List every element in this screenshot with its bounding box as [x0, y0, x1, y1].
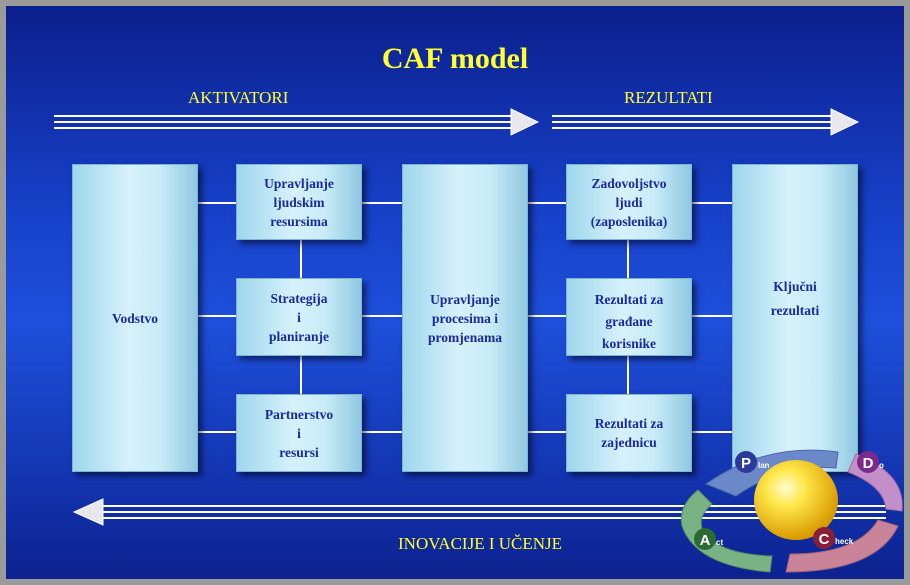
pdca-do-rest: o [879, 461, 884, 470]
arrow-rezultati [552, 108, 860, 136]
box-strategija-planiranje: Strategija i planiranje [236, 278, 362, 356]
box-zadovoljstvo-text: Zadovoljstvo ljudi (zaposlenika) [590, 175, 668, 229]
slide: CAF model AKTIVATORI REZULTATI Vodstvo U… [6, 6, 904, 579]
box-zadovoljstvo-ljudi: Zadovoljstvo ljudi (zaposlenika) [566, 164, 692, 240]
box-vodstvo: Vodstvo [72, 164, 198, 472]
label-rezultati: REZULTATI [624, 88, 713, 107]
pdca-do-letter: D [863, 455, 874, 472]
pdca-plan-circle [735, 451, 757, 473]
pdca-act-rest: ct [716, 538, 723, 547]
pdca-sphere [754, 460, 838, 540]
pdca-act-circle [694, 528, 716, 550]
pdca-check-circle [813, 527, 835, 549]
box-rezultati-gradjane: Rezultati za građane korisnike [566, 278, 692, 356]
box-strategija-text: Strategija i planiranje [268, 290, 329, 344]
box-partnerstvo-text: Partnerstvo i resursi [264, 406, 334, 460]
box-rezultati-zajednicu: Rezultati za zajednicu [566, 394, 692, 472]
box-kljucni-text: Ključni rezultati [770, 279, 820, 318]
vertical-connectors [300, 238, 629, 394]
pdca-check-letter: C [819, 531, 830, 548]
slide-title: CAF model [381, 42, 529, 75]
arrow-inovacije [72, 498, 886, 526]
box-upravljanje-ljudskim-text: Upravljanje ljudskim resursima [264, 175, 334, 229]
box-kljucni-rezultati: Ključni rezultati [732, 164, 858, 472]
pdca-act-segment [680, 489, 773, 573]
box-rezultati-gradjane-text: Rezultati za građane korisnike [594, 292, 664, 351]
pdca-plan-rest: lan [758, 461, 770, 470]
arrow-aktivatori [54, 108, 540, 136]
pdca-cycle: P lan D o C heck A ct [680, 449, 903, 573]
box-partnerstvo-resursi: Partnerstvo i resursi [236, 394, 362, 472]
pdca-plan-letter: P [741, 455, 751, 472]
label-inovacije-ucenje: INOVACIJE I UČENJE [398, 534, 563, 553]
label-aktivatori: AKTIVATORI [188, 88, 289, 107]
pdca-check-segment [785, 519, 899, 573]
pdca-act-letter: A [700, 532, 711, 549]
box-upravljanje-procesima-text: Upravljanje procesima i promjenama [428, 291, 502, 345]
horizontal-connectors [198, 202, 732, 433]
box-vodstvo-text: Vodstvo [111, 310, 159, 326]
box-upravljanje-procesima: Upravljanje procesima i promjenama [402, 164, 528, 472]
box-upravljanje-ljudskim-resursima: Upravljanje ljudskim resursima [236, 164, 362, 240]
pdca-check-rest: heck [835, 537, 854, 546]
pdca-do-circle [857, 451, 879, 473]
box-rezultati-zajednicu-text: Rezultati za zajednicu [594, 416, 664, 450]
connector-lines-layer [54, 108, 886, 526]
